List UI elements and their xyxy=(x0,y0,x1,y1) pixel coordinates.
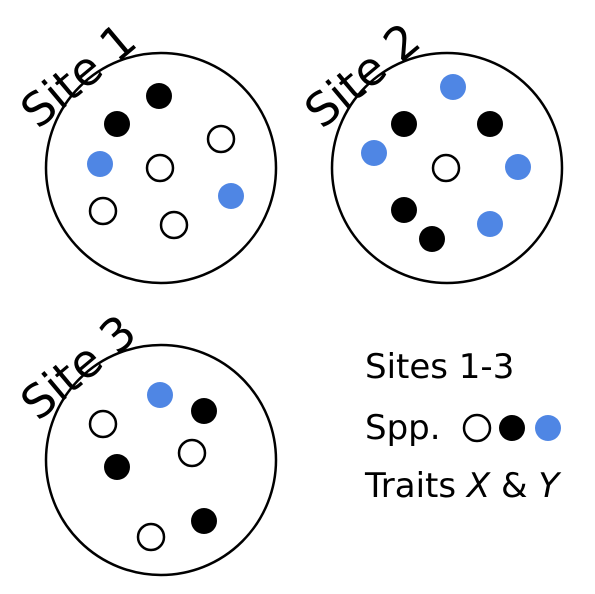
site-2-individuals xyxy=(361,74,531,252)
individual-black-dot xyxy=(146,83,172,109)
individual-blue-dot xyxy=(87,151,113,177)
site-3: Site 3 xyxy=(10,304,278,577)
individual-white-dot xyxy=(431,153,461,183)
site-3-individuals xyxy=(88,382,217,552)
site-1: Site 1 xyxy=(10,12,278,285)
site-3-boundary xyxy=(44,343,278,577)
individual-blue-dot xyxy=(147,382,173,408)
individual-black-dot xyxy=(191,508,217,534)
legend-blue-dot xyxy=(535,415,561,441)
legend-traits-prefix: Traits xyxy=(364,466,467,506)
individual-white-dot xyxy=(88,409,118,439)
legend-sites-text: Sites 1-3 xyxy=(365,347,514,387)
individual-black-dot xyxy=(391,111,417,137)
individual-white-dot xyxy=(177,438,207,468)
legend-traits-amp: & xyxy=(490,466,538,506)
individual-black-dot xyxy=(104,454,130,480)
individual-white-dot xyxy=(206,124,236,154)
individual-blue-dot xyxy=(218,183,244,209)
individual-blue-dot xyxy=(505,154,531,180)
individual-white-dot xyxy=(159,210,189,240)
individual-white-dot xyxy=(88,196,118,226)
individual-black-dot xyxy=(477,111,503,137)
individual-blue-dot xyxy=(440,74,466,100)
individual-blue-dot xyxy=(477,211,503,237)
individual-blue-dot xyxy=(361,140,387,166)
individual-black-dot xyxy=(191,398,217,424)
legend: Sites 1-3 Spp. Traits X & Y xyxy=(364,347,561,506)
legend-traits-text: Traits X & Y xyxy=(364,466,561,506)
site-1-individuals xyxy=(87,83,244,240)
legend-trait-x: X xyxy=(465,466,491,506)
legend-species-symbols xyxy=(462,413,561,443)
legend-species-label: Spp. xyxy=(365,408,441,448)
legend-black-dot xyxy=(499,415,525,441)
legend-white-dot xyxy=(462,413,492,443)
individual-white-dot xyxy=(136,522,166,552)
site-2: Site 2 xyxy=(294,12,564,285)
individual-black-dot xyxy=(391,197,417,223)
individual-black-dot xyxy=(419,226,445,252)
individual-black-dot xyxy=(104,111,130,137)
legend-trait-y: Y xyxy=(538,466,561,506)
individual-white-dot xyxy=(145,153,175,183)
